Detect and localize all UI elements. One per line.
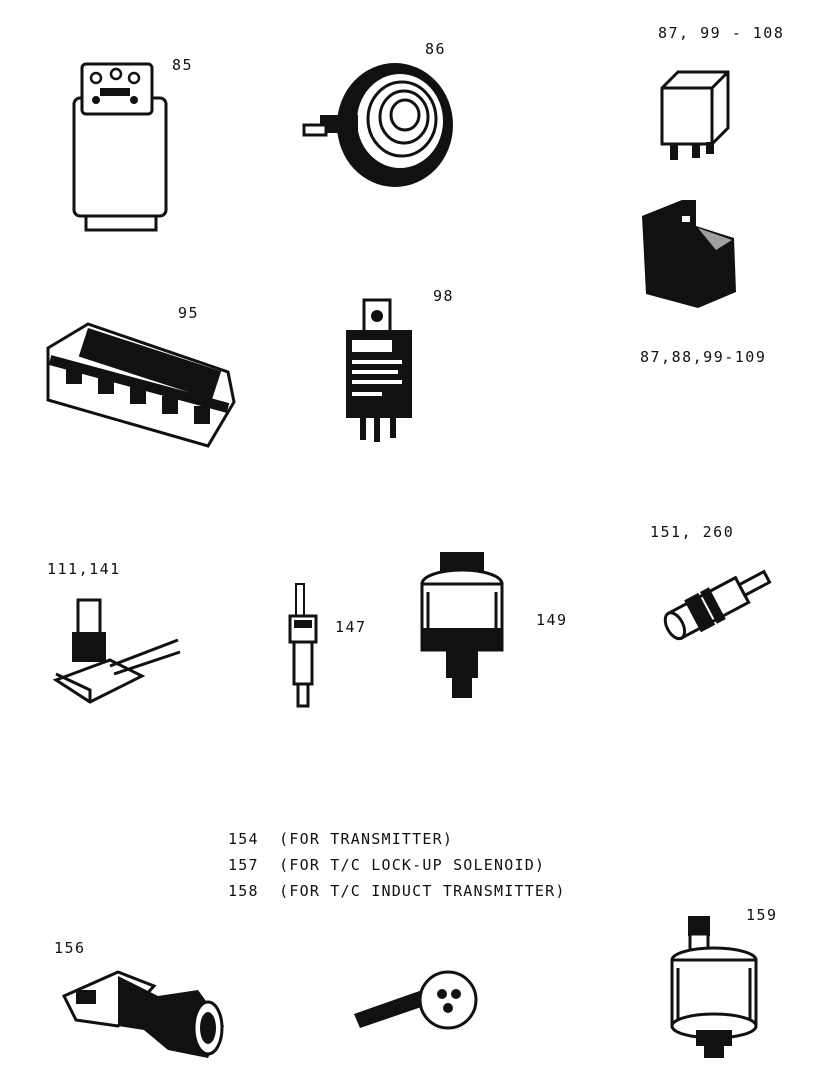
relay-85-illustration <box>72 62 168 232</box>
note-line: 154 (FOR TRANSMITTER) <box>228 830 454 848</box>
fuse-block-95-illustration <box>46 322 236 448</box>
part-label-85: 85 <box>172 56 194 74</box>
part-label-156: 156 <box>54 939 86 957</box>
part-label-111-141: 111,141 <box>47 560 121 578</box>
flasher-98-illustration <box>346 298 412 442</box>
part-label-159: 159 <box>746 906 778 924</box>
notes-block: 154 (FOR TRANSMITTER) 157 (FOR T/C LOCK-U… <box>228 826 566 904</box>
pressure-sender-149-illustration <box>420 552 504 698</box>
sender-147-illustration <box>288 583 318 708</box>
buzzer-86-illustration <box>302 63 453 187</box>
connector-157-illustration <box>354 970 478 1030</box>
note-line: 157 (FOR T/C LOCK-UP SOLENOID) <box>228 856 546 874</box>
part-label-87-108: 87, 99 - 108 <box>658 24 785 42</box>
connector-156-illustration <box>61 970 224 1058</box>
relay-holder-87-109-illustration <box>642 200 736 308</box>
part-label-151-260: 151, 260 <box>650 523 735 541</box>
part-label-98: 98 <box>433 287 455 305</box>
sender-159-illustration <box>670 916 758 1058</box>
part-label-86: 86 <box>425 40 447 58</box>
small-relay-87-illustration <box>660 70 730 160</box>
part-label-147: 147 <box>335 618 367 636</box>
part-label-87-109: 87,88,99-109 <box>640 348 767 366</box>
part-label-149: 149 <box>536 611 568 629</box>
part-label-95: 95 <box>178 304 200 322</box>
sensor-111-illustration <box>52 598 181 704</box>
note-line: 158 (FOR T/C INDUCT TRANSMITTER) <box>228 882 566 900</box>
sensor-151-illustration <box>663 569 772 641</box>
